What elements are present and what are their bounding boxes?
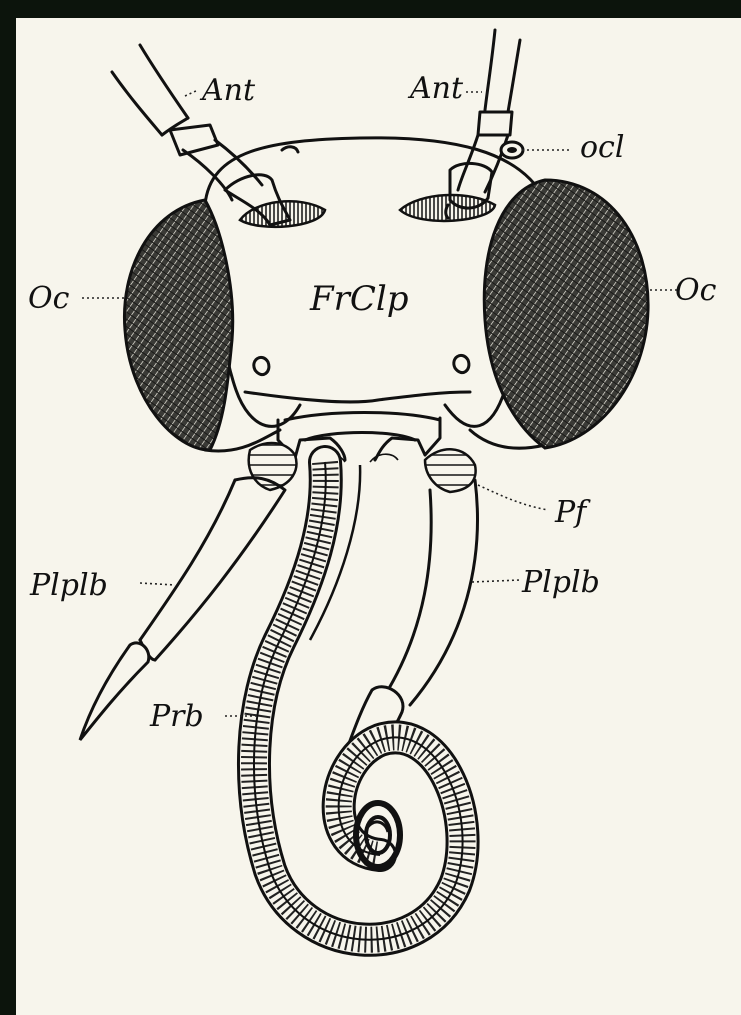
compound-eye-right xyxy=(484,180,648,448)
label-ant-left: Ant xyxy=(199,73,256,108)
label-frclp: FrClp xyxy=(309,279,409,319)
label-plplb-left: Plplb xyxy=(29,568,108,603)
label-prb: Prb xyxy=(149,699,204,734)
ocellus xyxy=(282,142,523,158)
label-plplb-right: Plplb xyxy=(521,565,600,600)
proboscis-base xyxy=(278,413,440,463)
antenna-right xyxy=(446,30,520,218)
compound-eye-left xyxy=(124,200,232,450)
label-oc-left: Oc xyxy=(28,281,70,316)
label-ant-right: Ant xyxy=(407,71,464,106)
label-pf: Pf xyxy=(554,495,591,530)
label-oc-right: Oc xyxy=(675,273,717,308)
antenna-left xyxy=(112,45,290,225)
label-ocl: ocl xyxy=(580,130,624,165)
